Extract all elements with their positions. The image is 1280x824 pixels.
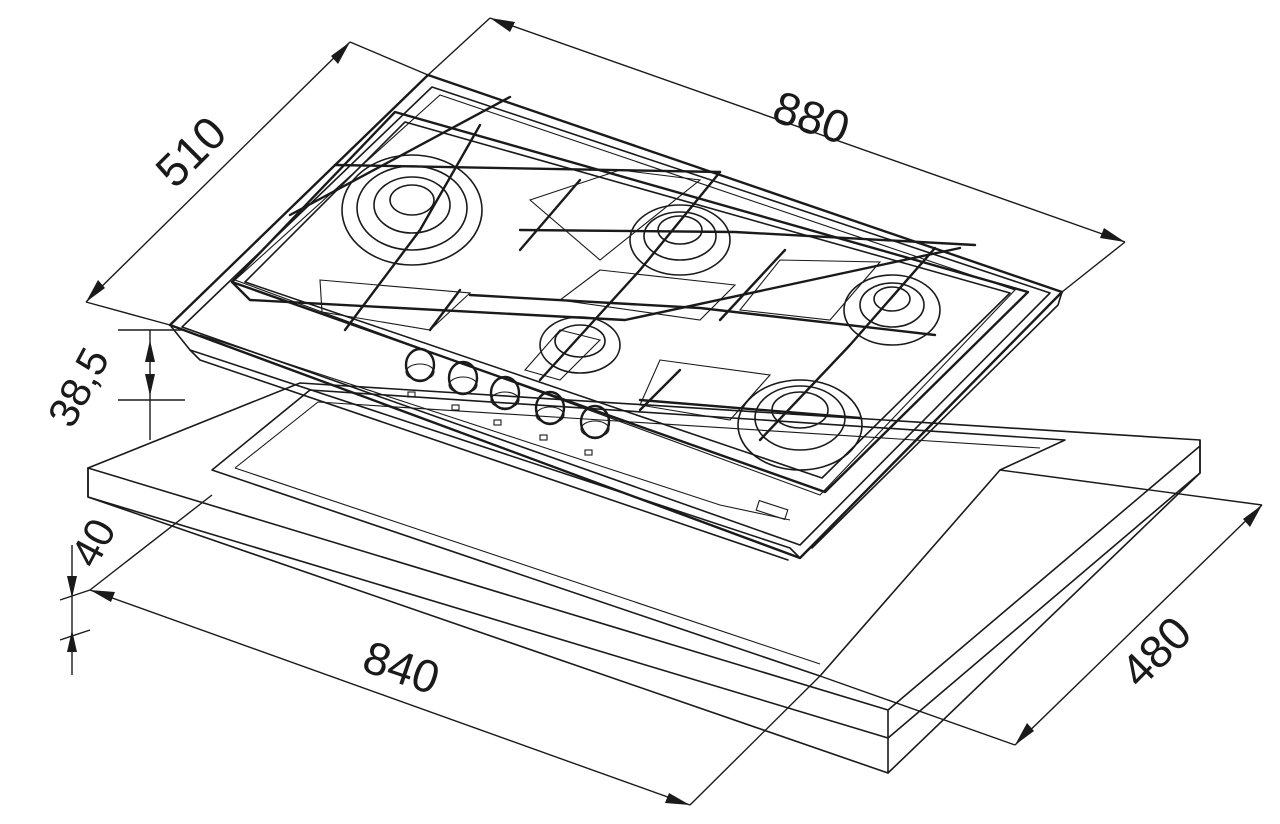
- label-40: 40: [61, 511, 124, 574]
- knob-4: [534, 390, 566, 441]
- dimension-880: 880: [427, 17, 1126, 293]
- brand-plate: [755, 499, 789, 521]
- burner-triple-crown: [341, 154, 483, 266]
- knob-1: [404, 347, 436, 398]
- label-880: 880: [767, 80, 856, 154]
- hob-body: [168, 73, 1064, 561]
- label-510: 510: [145, 106, 236, 197]
- burner-rear-center: [629, 204, 731, 276]
- label-38-5: 38,5: [38, 340, 118, 434]
- knob-3: [489, 375, 521, 426]
- dimension-40: 40: [59, 511, 125, 675]
- burner-front-right: [737, 379, 863, 471]
- burner-front-center: [539, 316, 621, 374]
- knob-5: [579, 404, 611, 456]
- dimension-38-5: 38,5: [38, 329, 185, 440]
- control-knobs: [404, 347, 789, 521]
- label-840: 840: [357, 630, 446, 704]
- knob-2: [447, 360, 479, 411]
- label-480: 480: [1110, 606, 1201, 697]
- dimension-510: 510: [85, 41, 429, 326]
- burner-rear-right: [843, 274, 941, 346]
- pan-support-grid: [230, 95, 1030, 494]
- countertop-slab: [87, 382, 1201, 774]
